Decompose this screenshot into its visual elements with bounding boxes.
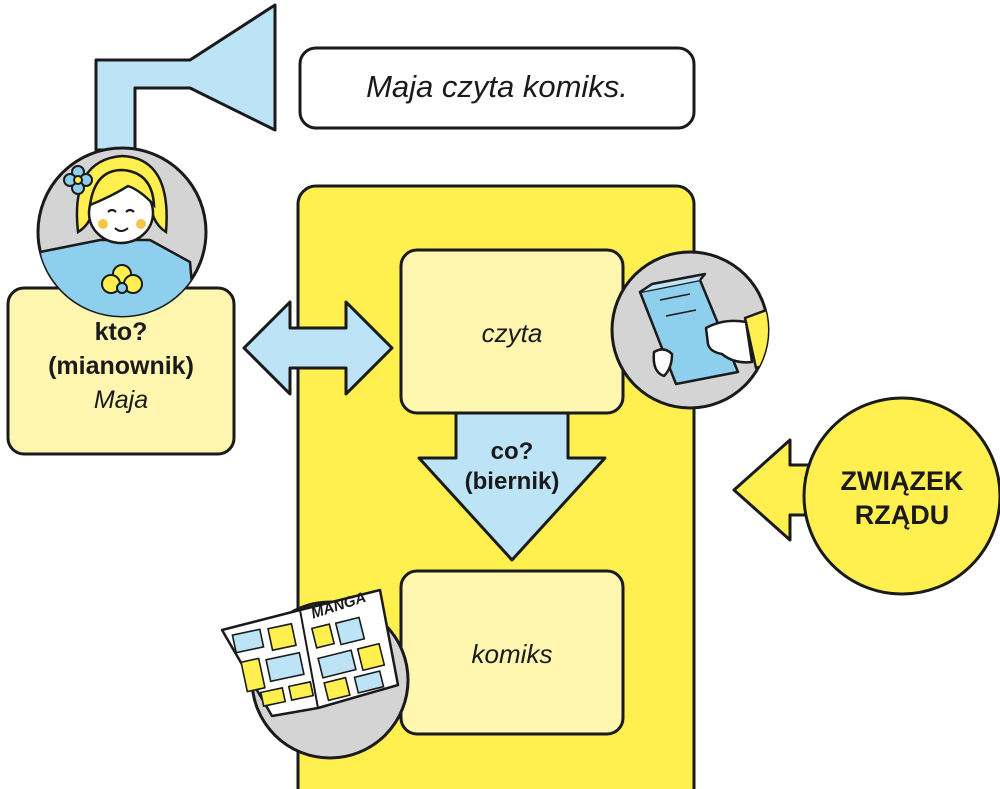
subject-case: (mianownik) bbox=[48, 352, 194, 380]
double-arrow bbox=[242, 300, 394, 396]
subject-label: kto? (mianownik) Maja bbox=[8, 315, 234, 417]
relation-line-1: ZWIĄZEK bbox=[840, 466, 964, 496]
object-question: co? bbox=[490, 438, 534, 465]
sentence-box bbox=[298, 46, 696, 130]
object-word: komiks bbox=[471, 639, 553, 669]
relation-line-2: RZĄDU bbox=[854, 500, 950, 530]
sentence-text: Maja czyta komiks. bbox=[366, 69, 628, 104]
subject-word: Maja bbox=[93, 386, 149, 414]
girl-avatar-icon bbox=[36, 146, 208, 318]
subject-question: kto? bbox=[94, 318, 148, 346]
relation-label: ZWIĄZEK RZĄDU bbox=[808, 464, 996, 532]
verb-word: czyta bbox=[481, 318, 543, 348]
down-arrow bbox=[417, 411, 607, 562]
reading-book-icon bbox=[610, 250, 770, 410]
relation-circle bbox=[802, 396, 1000, 596]
object-case: (biernik) bbox=[464, 468, 560, 495]
speech-funnel bbox=[94, 3, 277, 152]
manga-comic-icon: MANGA bbox=[220, 588, 410, 760]
object-question-label: co? (biernik) bbox=[440, 437, 584, 497]
